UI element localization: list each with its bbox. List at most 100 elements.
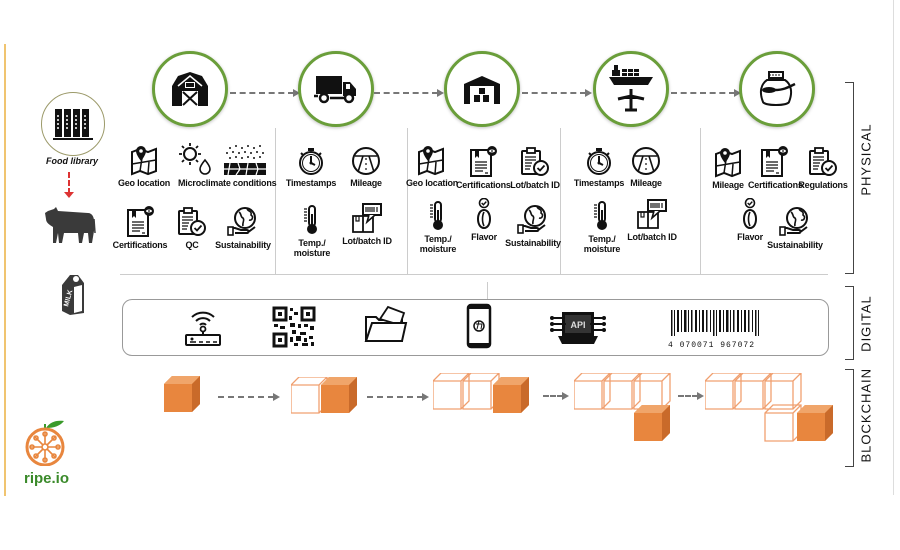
attribute-mileage: Mileage <box>706 148 750 190</box>
block-chain-4 <box>574 373 671 441</box>
stage-warehouse-circle <box>444 51 520 127</box>
flow-arrow <box>543 392 569 400</box>
block-filled-icon <box>321 377 357 413</box>
left-border-rule <box>4 44 6 496</box>
stage-transport-circle <box>298 51 374 127</box>
weather-icon <box>179 143 266 176</box>
road-icon <box>352 147 380 175</box>
jar-spoon-icon <box>759 71 796 106</box>
attribute-mileage: Mileage <box>342 146 390 188</box>
svg-text:API: API <box>570 320 585 330</box>
right-border-rule <box>893 0 894 495</box>
library-books-icon <box>53 109 93 140</box>
attribute-qc: QC <box>172 206 212 250</box>
certificate-icon <box>127 206 155 237</box>
attribute-mileage: Mileage <box>624 146 668 188</box>
warehouse-icon <box>464 76 500 104</box>
cow-icon <box>45 207 96 243</box>
attribute-sustainability: Sustainability <box>214 206 272 250</box>
attribute-certifications: Certifications <box>112 206 168 250</box>
map-pin-icon <box>131 146 157 175</box>
block-chain-2 <box>291 377 357 414</box>
flow-arrow <box>218 393 280 401</box>
thermometer-icon <box>593 201 608 231</box>
ripe-brand-name: ripe.io <box>24 470 70 487</box>
box-barcode-icon <box>352 203 382 233</box>
block-filled-icon <box>164 376 200 412</box>
api-chip-icon: API <box>550 312 606 344</box>
column-divider <box>700 128 701 274</box>
flow-arrow <box>522 89 592 97</box>
bean-icon <box>477 198 491 229</box>
stage-consumer-circle <box>739 51 815 127</box>
svg-text:MILK: MILK <box>63 289 74 307</box>
road-icon <box>632 147 660 175</box>
attribute-geo-location: Geo location <box>116 146 172 188</box>
flow-arrow <box>230 89 300 97</box>
flow-arrow <box>367 393 429 401</box>
barn-icon <box>172 72 208 106</box>
stage-shipping-circle <box>593 51 669 127</box>
attribute-sustainability: Sustainability <box>766 206 824 250</box>
qr-code-icon <box>272 306 316 348</box>
stopwatch-icon <box>299 147 323 175</box>
ship-plane-icon <box>609 65 653 112</box>
attribute-temp-moisture: Temp./ moisture <box>580 200 624 254</box>
red-arrow-line <box>68 172 72 194</box>
folder-icon <box>364 305 408 342</box>
stage-farm-circle <box>152 51 228 127</box>
bean-icon <box>743 198 757 229</box>
flow-arrow <box>678 392 704 400</box>
column-divider <box>560 128 561 274</box>
blockchain-bracket <box>845 369 854 467</box>
attribute-sustainability: Sustainability <box>504 204 562 248</box>
map-pin-icon <box>715 148 741 177</box>
attribute-geo-location: Geo location <box>406 146 458 188</box>
block-filled-icon <box>634 405 670 441</box>
barcode-bars <box>671 310 759 336</box>
digital-layer-box <box>122 299 829 356</box>
attribute-microclimate: Microclimate conditions <box>178 142 277 188</box>
flow-arrow <box>671 89 741 97</box>
layer-label-digital: DIGITAL <box>858 295 874 352</box>
block-chain-3 <box>433 373 529 413</box>
digital-bracket <box>845 286 854 360</box>
attribute-timestamps: Timestamps <box>284 146 338 188</box>
column-divider <box>407 128 408 274</box>
attribute-lot-batch-id: Lot/batch ID <box>510 146 560 190</box>
barcode-number: 4 070071 967072 <box>668 341 756 350</box>
food-library-circle <box>41 92 105 156</box>
attribute-regulations: Regulations <box>798 146 848 190</box>
physical-bottom-divider <box>120 274 828 275</box>
globe-hand-icon <box>517 205 546 234</box>
layer-label-physical: PHYSICAL <box>858 123 874 196</box>
certificate-icon <box>761 146 789 177</box>
food-library-label: Food library <box>46 156 99 166</box>
block-filled-icon <box>493 377 529 413</box>
globe-hand-icon <box>779 207 808 236</box>
column-divider <box>275 128 276 274</box>
attribute-temp-moisture: Temp./ moisture <box>416 200 460 254</box>
red-arrow-head-icon <box>64 192 74 198</box>
stopwatch-icon <box>587 147 611 175</box>
attribute-flavor: Flavor <box>466 198 502 242</box>
thermometer-icon <box>303 205 318 235</box>
truck-icon <box>314 76 356 104</box>
digital-connector <box>487 282 488 299</box>
milk-carton-icon: MILK <box>62 275 84 315</box>
attribute-certifications: Certifications <box>748 146 803 190</box>
attribute-certifications: Certifications <box>456 146 511 190</box>
attribute-flavor: Flavor <box>732 198 768 242</box>
clipboard-check-icon <box>178 207 206 236</box>
layer-label-blockchain: BLOCKCHAIN <box>858 367 874 463</box>
attribute-timestamps: Timestamps <box>572 146 626 188</box>
clipboard-check-icon <box>809 147 837 176</box>
globe-hand-icon <box>227 207 256 236</box>
iot-router-icon <box>185 311 221 346</box>
map-pin-icon <box>418 146 444 175</box>
block-chain-5 <box>705 373 833 442</box>
box-barcode-icon <box>637 199 667 229</box>
thermometer-icon <box>429 201 444 231</box>
attribute-lot-batch-id: Lot/batch ID <box>624 198 680 242</box>
ripe-orange-logo-icon <box>25 420 65 466</box>
